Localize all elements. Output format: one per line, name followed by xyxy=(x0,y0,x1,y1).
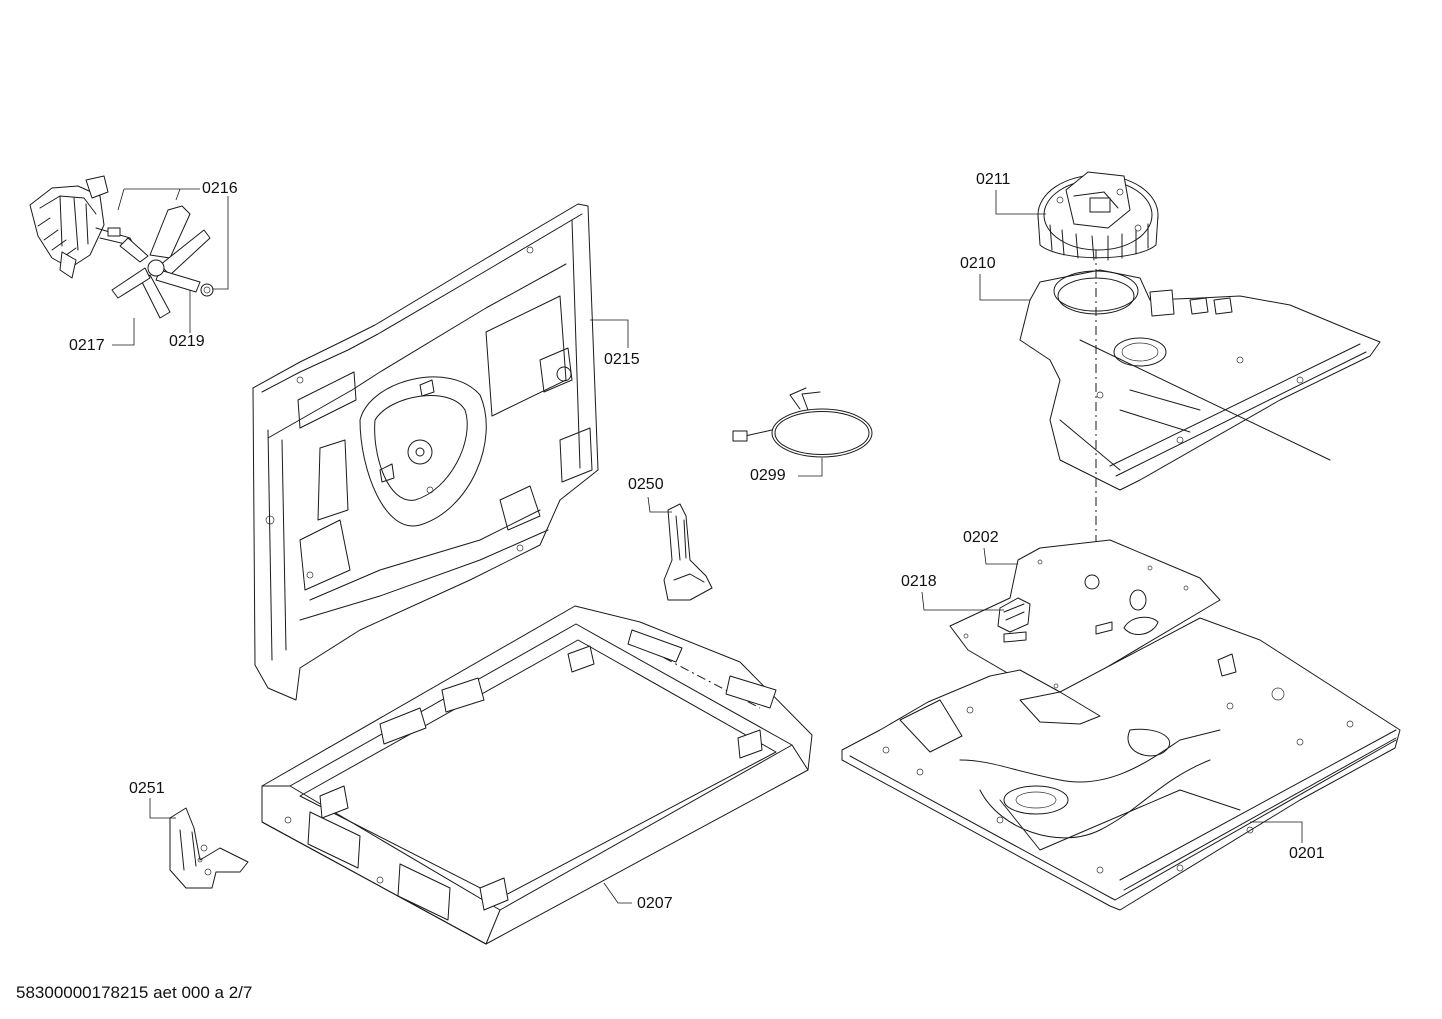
callout-0250: 0250 xyxy=(628,476,664,493)
fan-wheel xyxy=(1037,171,1159,261)
bottom-tray xyxy=(261,605,813,945)
document-id: 58300000178215 aet 000 a 2/7 xyxy=(16,983,253,1002)
callout-0217: 0217 xyxy=(69,337,105,354)
fan-motor-assembly xyxy=(29,175,135,279)
callout-0211: 0211 xyxy=(976,171,1011,188)
callout-0201: 0201 xyxy=(1289,845,1325,862)
bracket-0250 xyxy=(663,503,713,601)
sensor-clip xyxy=(997,597,1031,643)
fan-housing xyxy=(1019,269,1381,491)
callout-0251: 0251 xyxy=(129,780,165,797)
fan-blade xyxy=(111,205,214,319)
callout-0299: 0299 xyxy=(750,467,786,484)
callout-0215: 0215 xyxy=(604,351,640,368)
base-plate xyxy=(841,617,1401,911)
leader-lines xyxy=(112,188,1303,904)
power-cable xyxy=(732,387,873,458)
callout-0219: 0219 xyxy=(169,333,205,350)
rear-panel xyxy=(252,203,599,701)
bracket-0251 xyxy=(169,807,249,889)
callout-0216: 0216 xyxy=(202,180,238,197)
callout-0207: 0207 xyxy=(637,895,673,912)
callout-0202: 0202 xyxy=(963,529,999,546)
callout-0218: 0218 xyxy=(901,573,937,590)
callout-0210: 0210 xyxy=(960,255,996,272)
